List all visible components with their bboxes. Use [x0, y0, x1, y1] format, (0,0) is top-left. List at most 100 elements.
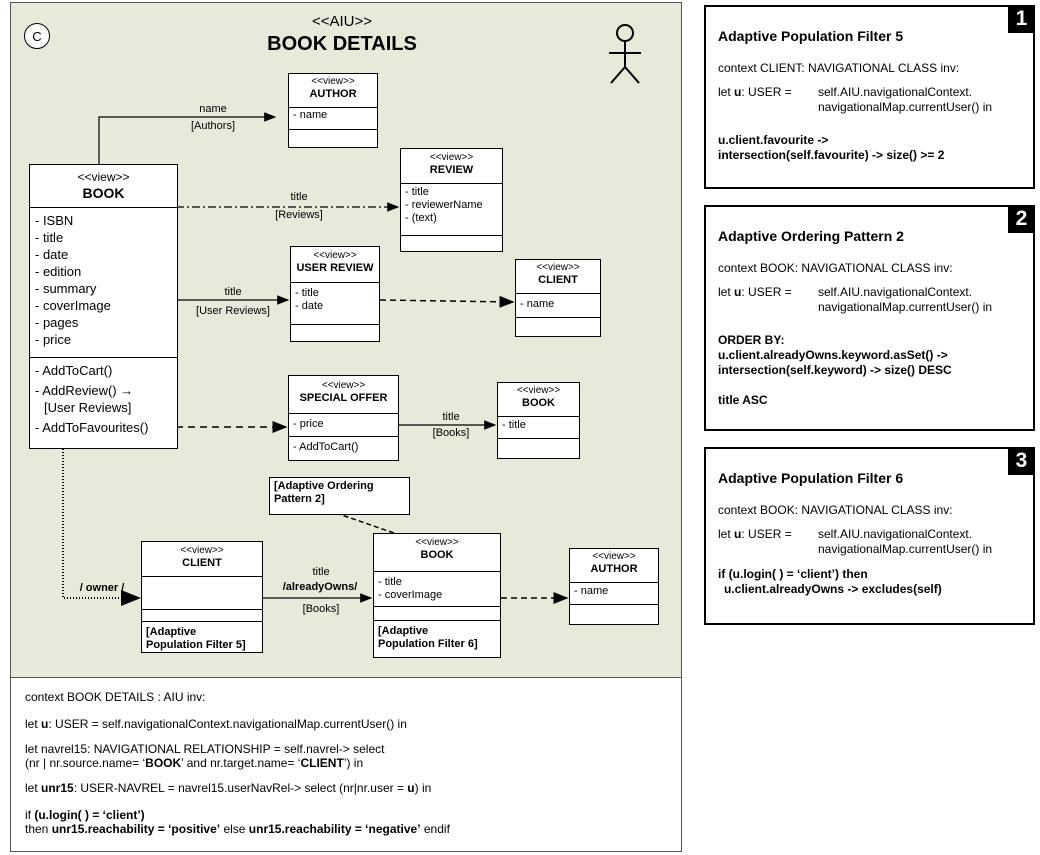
aiu-title: BOOK DETAILS	[267, 33, 417, 55]
attribute: - name	[574, 585, 609, 597]
ocl-text-run: ’ and nr.target.name= ‘	[181, 756, 301, 770]
panel-body: intersection(self.favourite) -> size() >…	[718, 148, 945, 162]
attribute: - (text)	[405, 212, 437, 224]
stereotype: <<view>>	[415, 537, 459, 548]
attribute: - name	[293, 109, 328, 121]
panel-let-value-1: self.AIU.navigationalContext.	[818, 527, 973, 541]
attribute: - reviewerName	[405, 199, 483, 211]
ocl-bold-run: BOOK	[145, 756, 182, 770]
ocl-bold-run: unr15.reachability = ‘negative’	[248, 822, 421, 836]
link-label-user-reviews: [User Reviews]	[196, 305, 270, 317]
panel-body: intersection(self.keyword) -> size() DES…	[718, 363, 952, 377]
attribute: - price	[35, 332, 72, 347]
ocl-if-login: if (u.login( ) = ‘client’)	[25, 808, 145, 822]
panel-number: 1	[1008, 5, 1035, 33]
class-name: REVIEW	[429, 164, 474, 176]
aiu-ocl-constraint: context BOOK DETAILS : AIU inv: let u: U…	[10, 678, 682, 852]
class-book: <<view>> BOOK - ISBN - title - date - ed…	[29, 164, 178, 449]
class-name: AUTHOR	[590, 563, 638, 575]
ocl-select-navrel: (nr | nr.source.name= ‘BOOK’ and nr.targ…	[25, 756, 363, 770]
ocl-bold-run: u	[407, 781, 415, 795]
class-name: CLIENT	[182, 557, 222, 569]
ocl-context: context BOOK DETAILS : AIU inv:	[25, 690, 206, 704]
panel-body: ORDER BY:	[718, 333, 785, 347]
let-keyword: let	[718, 285, 735, 299]
note-line: Population Filter 5]	[146, 639, 246, 651]
class-user-review: <<view>> USER REVIEW - title - date	[290, 246, 380, 342]
link-label-offer-books: [Books]	[432, 427, 470, 439]
ocl-text-run: : USER = self.navigationalContext.naviga…	[48, 717, 407, 731]
class-name: CLIENT	[538, 274, 578, 286]
ocl-let-user: let u: USER = self.navigationalContext.n…	[25, 717, 407, 731]
ocl-let-unr15: let unr15: USER-NAVREL = navrel15.userNa…	[25, 781, 431, 795]
ocl-text-run: : USER-NAVREL = navrel15.userNavRel-> se…	[73, 781, 408, 795]
link-label-owner: / owner /	[79, 582, 125, 594]
stereotype: <<view>>	[77, 170, 130, 184]
attribute: - title	[502, 419, 526, 431]
panel-body: u.client.alreadyOwns -> excludes(self)	[724, 582, 942, 596]
class-name: USER REVIEW	[296, 262, 374, 274]
panel-number: 3	[1008, 447, 1035, 475]
class-client-right: <<view>> CLIENT - name	[515, 259, 601, 337]
ocl-text-run: else	[220, 822, 249, 836]
let-variable: u	[734, 527, 742, 541]
link-book-author	[98, 112, 277, 164]
link-label-name: name	[199, 103, 227, 115]
note-line: Population Filter 6]	[378, 638, 478, 650]
attribute: - date	[35, 247, 69, 262]
class-author-top: <<view>> AUTHOR - name	[288, 73, 378, 148]
stereotype: <<view>>	[592, 551, 636, 562]
ocl-text-run: ) in	[414, 781, 432, 795]
class-review: <<view>> REVIEW - title - reviewerName -…	[400, 148, 503, 252]
operation-target: [User Reviews]	[44, 400, 132, 415]
panel-number: 2	[1008, 205, 1035, 233]
aiu-diagram: C <<AIU>> BOOK DETAILS	[10, 2, 682, 678]
class-book-bottom: <<view>> BOOK - title - coverImage [Adap…	[373, 533, 501, 658]
class-client-bottom: <<view>> CLIENT [Adaptive Population Fil…	[141, 541, 263, 653]
ocl-bold-run: (u.login( ) = ‘client’)	[34, 808, 145, 822]
operation: - AddToCart()	[293, 441, 359, 453]
class-name: AUTHOR	[309, 88, 357, 100]
panel-adaptive-ordering-pattern-2: 2 Adaptive Ordering Pattern 2 context BO…	[704, 205, 1035, 431]
attribute: - coverImage	[378, 589, 443, 601]
ocl-text-run: then	[25, 822, 52, 836]
stereotype: <<view>>	[536, 262, 580, 273]
link-book-client-owner	[62, 449, 141, 606]
attribute: - ISBN	[35, 213, 74, 228]
panel-let: let u: USER =	[718, 85, 792, 100]
panel-body: if (u.login( ) = ‘client’) then	[718, 567, 868, 581]
operation: - AddToCart()	[35, 363, 113, 378]
attribute: - summary	[35, 281, 97, 296]
attribute: - date	[295, 300, 324, 312]
attribute: - price	[293, 418, 324, 430]
aiu-circle-marker: C	[24, 23, 50, 49]
attribute: - edition	[35, 264, 82, 279]
note-line: Pattern 2]	[274, 493, 325, 505]
stereotype: <<view>>	[321, 380, 366, 391]
ocl-text-run: let	[25, 717, 42, 731]
link-label-review-title: title	[290, 191, 308, 203]
let-type: : USER =	[741, 85, 792, 99]
class-special-offer: <<view>> SPECIAL OFFER - price - AddToCa…	[288, 375, 399, 461]
panel-adaptive-population-filter-6: 3 Adaptive Population Filter 6 context B…	[704, 447, 1035, 625]
panel-body: title ASC	[718, 393, 768, 407]
let-keyword: let	[718, 527, 735, 541]
panel-title: Adaptive Population Filter 5	[718, 28, 904, 44]
panel-adaptive-population-filter-5: 1 Adaptive Population Filter 5 context C…	[704, 5, 1035, 189]
attribute: - coverImage	[35, 298, 111, 313]
panel-let-value-1: self.AIU.navigationalContext.	[818, 85, 973, 99]
panel-context: context BOOK: NAVIGATIONAL CLASS inv:	[718, 503, 953, 517]
ocl-bold-run: unr15.reachability = ‘positive’	[51, 822, 221, 836]
class-name: BOOK	[522, 397, 555, 409]
link-label-authors: [Authors]	[190, 120, 236, 132]
panel-body: u.client.alreadyOwns.keyword.asSet() ->	[718, 348, 948, 362]
let-keyword: let	[718, 85, 735, 99]
panel-let-value-2: navigationalMap.currentUser() in	[818, 542, 993, 556]
panel-let-value-2: navigationalMap.currentUser() in	[818, 100, 993, 114]
attribute: - title	[378, 576, 402, 588]
ocl-then-reachability: then unr15.reachability = ‘positive’ els…	[25, 822, 450, 836]
note-line: [Adaptive	[378, 625, 429, 637]
attribute: - title	[405, 186, 429, 198]
aiu-stereotype: <<AIU>>	[311, 13, 373, 30]
let-variable: u	[734, 85, 742, 99]
